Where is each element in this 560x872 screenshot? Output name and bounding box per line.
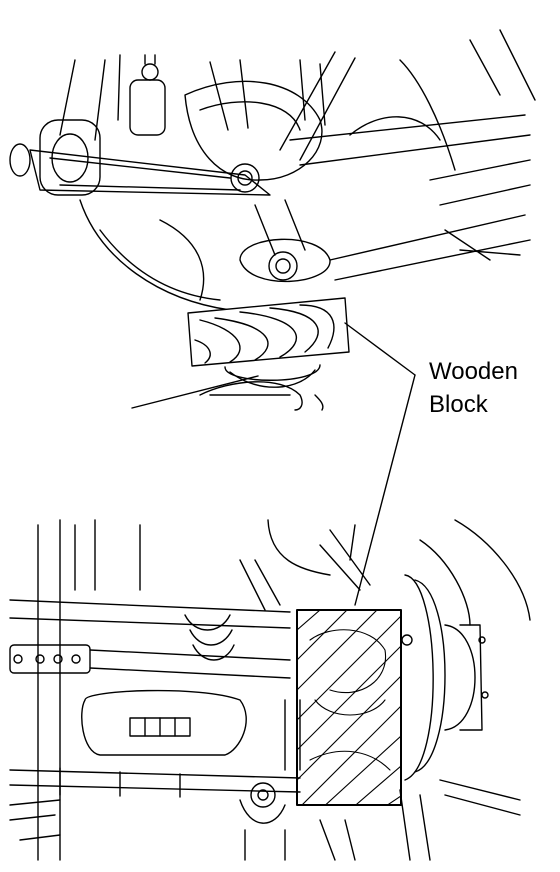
lower-link — [254, 199, 306, 256]
lower-nut — [268, 251, 298, 281]
brake-disc — [404, 574, 434, 781]
leader-lower — [354, 374, 416, 606]
callout-label-line1: Wooden — [429, 358, 518, 385]
upper-wooden-block — [187, 297, 350, 367]
spring — [184, 614, 235, 661]
lower-wooden-block — [296, 609, 402, 806]
lower-suspension-view — [9, 519, 531, 861]
upper-rod-left — [59, 59, 106, 141]
block-outline — [296, 609, 402, 806]
stabilizer-bar — [289, 114, 531, 166]
callout-leaders — [344, 322, 416, 606]
left-bushing — [39, 119, 101, 196]
jack-pad — [131, 364, 324, 411]
knuckle — [184, 80, 323, 181]
leader-upper — [344, 322, 416, 376]
jack-handle — [131, 375, 259, 409]
upper-rod-right — [279, 51, 356, 161]
frame-bracket — [9, 644, 91, 674]
hub — [444, 624, 476, 731]
lower-arm — [29, 149, 271, 196]
upper-suspension-view — [9, 29, 536, 311]
callout-label-line2: Block — [429, 391, 488, 418]
slotted-member — [81, 689, 247, 756]
wheel-arc — [79, 199, 231, 311]
